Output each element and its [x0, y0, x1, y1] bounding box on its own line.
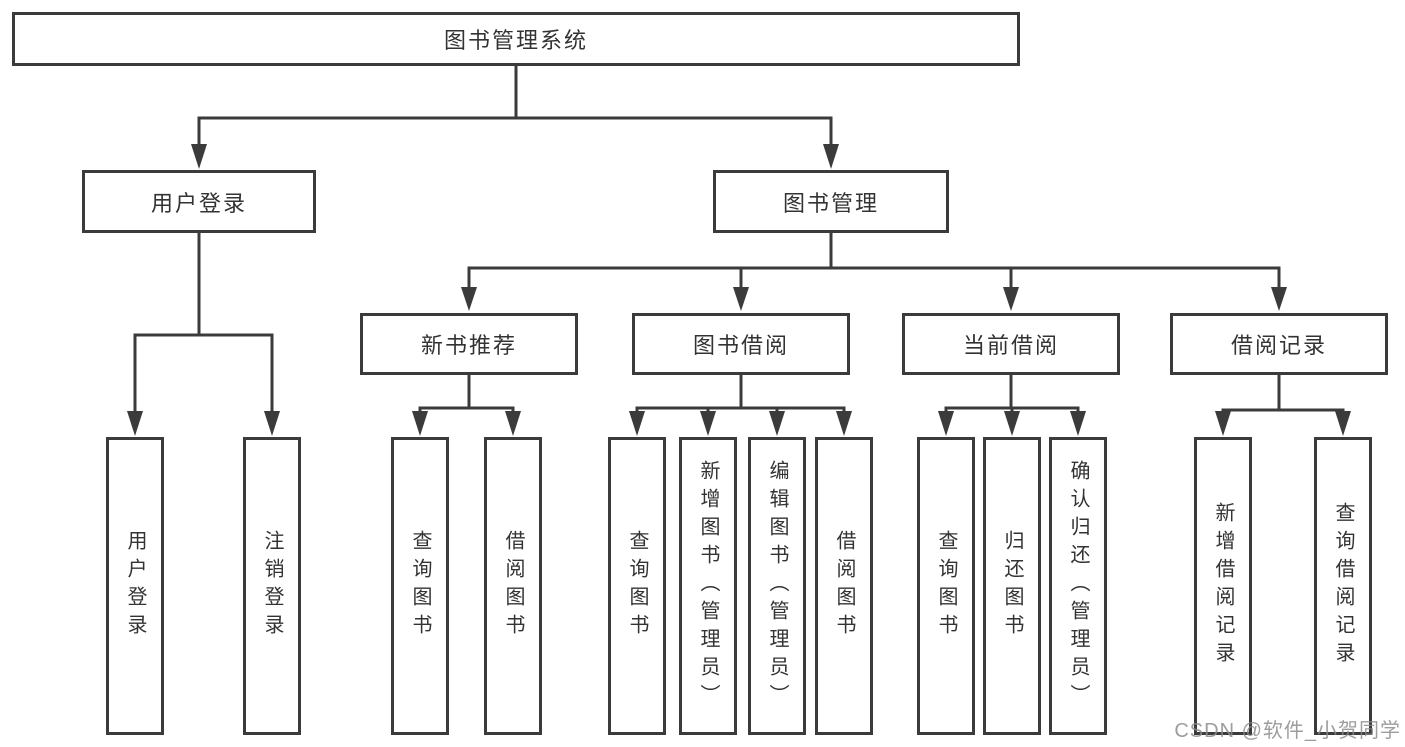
leaf-records-add-record-label: 新增借阅记录: [1212, 502, 1234, 670]
leaf-borrow-edit-book-admin: 编辑图书（管理员）: [748, 437, 806, 735]
leaf-recommend-query-book: 查询图书: [391, 437, 449, 735]
leaf-recommend-query-book-label: 查询图书: [409, 530, 431, 642]
leaf-borrow-borrow-book-label: 借阅图书: [833, 530, 855, 642]
leaf-logout-label: 注销登录: [261, 530, 283, 642]
node-borrow-records: 借阅记录: [1170, 313, 1388, 375]
leaf-borrow-add-book-admin: 新增图书（管理员）: [679, 437, 737, 735]
node-book-borrow: 图书借阅: [632, 313, 850, 375]
leaf-borrow-query-book: 查询图书: [608, 437, 666, 735]
leaf-borrow-add-book-admin-label: 新增图书（管理员）: [697, 460, 719, 712]
leaf-records-add-record: 新增借阅记录: [1194, 437, 1252, 735]
leaf-current-query-book: 查询图书: [917, 437, 975, 735]
leaf-user-login-label: 用户登录: [124, 530, 146, 642]
leaf-recommend-borrow-book-label: 借阅图书: [502, 530, 524, 642]
leaf-current-return-book-label: 归还图书: [1001, 530, 1023, 642]
leaf-records-query-record-label: 查询借阅记录: [1332, 502, 1354, 670]
leaf-current-confirm-return-admin-label: 确认归还（管理员）: [1067, 460, 1089, 712]
watermark: CSDN @软件_小贺同学: [1174, 720, 1401, 742]
node-new-book-recommend: 新书推荐: [360, 313, 578, 375]
leaf-borrow-borrow-book: 借阅图书: [815, 437, 873, 735]
node-current-borrow: 当前借阅: [902, 313, 1120, 375]
arrowheads: [127, 144, 1351, 436]
leaf-current-confirm-return-admin: 确认归还（管理员）: [1049, 437, 1107, 735]
node-user-login: 用户登录: [82, 170, 316, 233]
leaf-borrow-edit-book-admin-label: 编辑图书（管理员）: [766, 460, 788, 712]
leaf-logout: 注销登录: [243, 437, 301, 735]
leaf-current-query-book-label: 查询图书: [935, 530, 957, 642]
leaf-current-return-book: 归还图书: [983, 437, 1041, 735]
leaf-borrow-query-book-label: 查询图书: [626, 530, 648, 642]
leaf-records-query-record: 查询借阅记录: [1314, 437, 1372, 735]
node-root: 图书管理系统: [12, 12, 1020, 66]
leaf-recommend-borrow-book: 借阅图书: [484, 437, 542, 735]
leaf-user-login: 用户登录: [106, 437, 164, 735]
node-book-management: 图书管理: [713, 170, 949, 233]
